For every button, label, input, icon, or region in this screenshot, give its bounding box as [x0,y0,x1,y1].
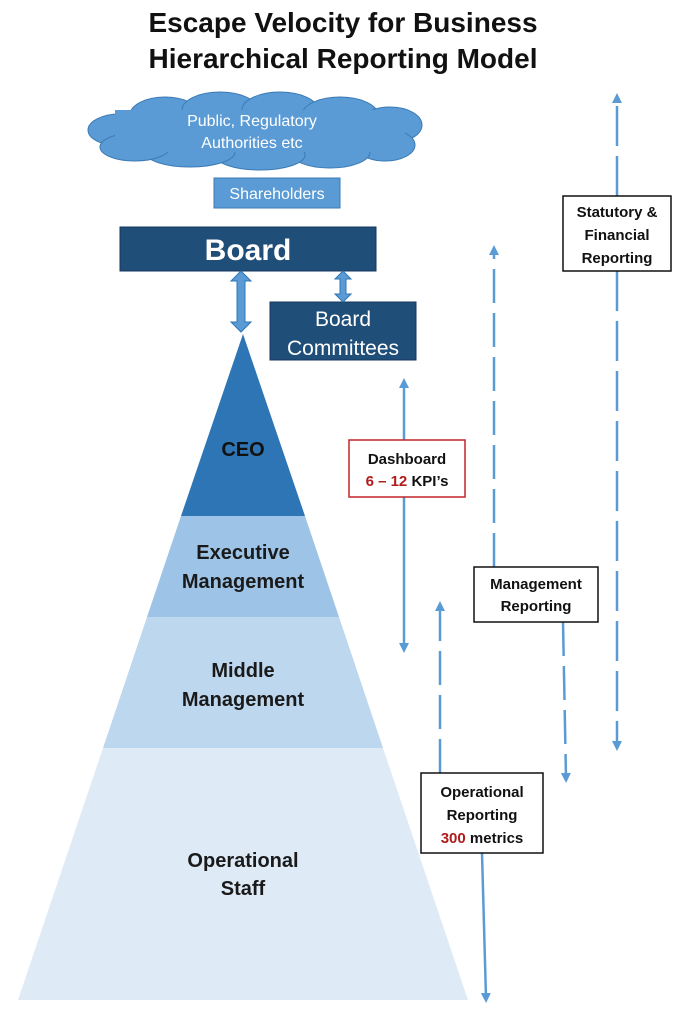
middle-label-line-1: Middle [211,660,274,682]
executive-label-line-1: Executive [196,542,289,564]
shareholders-box: Shareholders [213,177,341,209]
middle-label-line-2: Management [182,689,305,711]
board-committees-box: Board Committees [269,301,417,361]
dashboard-label: Dashboard [368,451,446,468]
management-reporting-line-1: Management [490,576,582,593]
ceo-label: CEO [221,439,264,461]
statutory-line-3: Reporting [582,250,653,267]
statutory-line-2: Financial [584,227,649,244]
board-committees-line-2: Committees [287,337,399,360]
operational-metric-count: 300 [441,830,466,847]
dashboard-kpi-line: 6 – 12 KPI’s [366,473,449,490]
management-reporting-line-2: Reporting [501,598,572,615]
cloud-label-line-1: Public, Regulatory [187,113,317,130]
board-label: Board [205,234,292,267]
operational-reporting-box: Operational Reporting 300 metrics [420,772,544,854]
board-committees-line-1: Board [315,308,371,331]
operational-metric-unit: metrics [466,830,524,847]
management-arrow-down [560,621,571,783]
pyramid-tier-ceo [181,334,305,516]
operational-reporting-metrics: 300 metrics [441,830,524,847]
title-line-2: Hierarchical Reporting Model [149,43,538,74]
pyramid-tier-executive [147,516,339,617]
operational-reporting-line-2: Reporting [447,807,518,824]
hierarchy-pyramid: CEO Executive Management Middle Manageme… [18,334,468,1000]
executive-label-line-2: Management [182,571,305,593]
public-authorities-cloud: Public, Regulatory Authorities etc [87,91,423,171]
operational-arrow-down [480,852,491,1003]
shareholders-label: Shareholders [229,186,324,203]
operational-reporting-line-1: Operational [440,784,523,801]
board-ceo-double-arrow [229,270,253,333]
statutory-line-1: Statutory & [577,204,658,221]
board-box: Board [119,226,377,272]
management-reporting-box: Management Reporting [473,566,599,623]
operational-label-line-2: Staff [221,878,266,900]
dashboard-kpi-range: 6 – 12 [366,473,408,490]
title-line-1: Escape Velocity for Business [148,7,537,38]
statutory-reporting-box: Statutory & Financial Reporting [562,195,672,272]
dashboard-kpi-unit: KPI’s [407,473,448,490]
operational-label-line-1: Operational [187,850,298,872]
pyramid-tier-operational [18,748,468,1000]
dashboard-box: Dashboard 6 – 12 KPI’s [348,439,466,498]
board-committees-double-arrow [333,270,353,303]
cloud-label-line-2: Authorities etc [201,135,302,152]
pyramid-tier-middle [103,617,383,748]
